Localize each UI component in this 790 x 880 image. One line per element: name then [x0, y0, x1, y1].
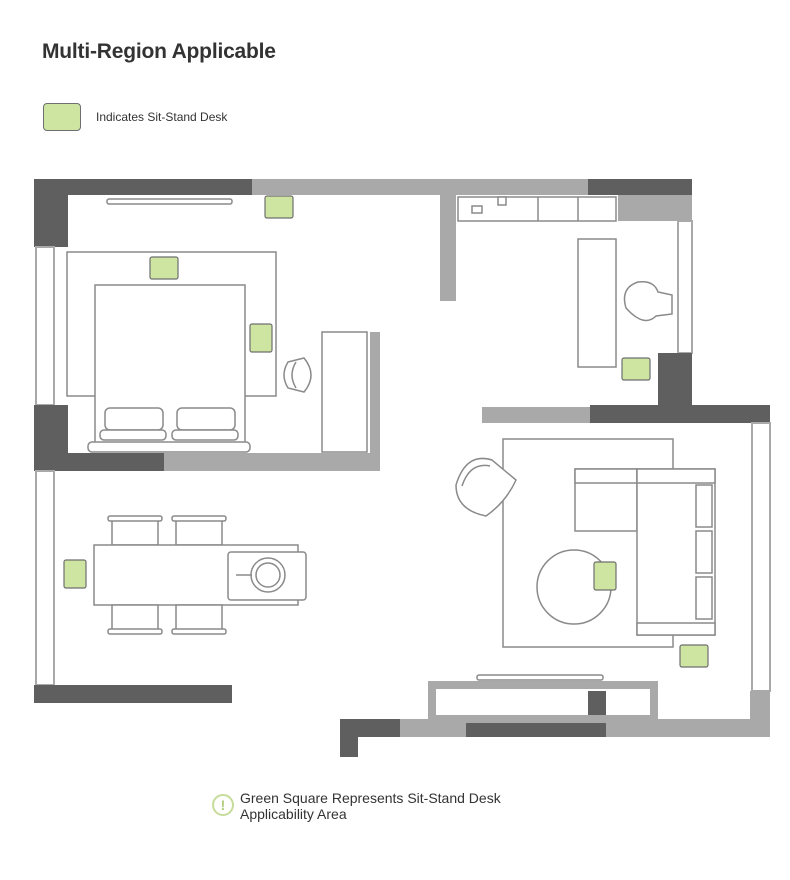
footer-note: ! Green Square Represents Sit-Stand Desk…: [212, 790, 501, 822]
footer-note-line1: Green Square Represents Sit-Stand Desk: [240, 790, 501, 806]
legend: Indicates Sit-Stand Desk: [43, 102, 227, 132]
outer-walls: [34, 179, 771, 757]
footer-note-text: Green Square Represents Sit-Stand Desk A…: [240, 790, 501, 822]
legend-swatch: [43, 103, 81, 131]
legend-label: Indicates Sit-Stand Desk: [96, 110, 228, 124]
page-title: Multi-Region Applicable: [42, 40, 276, 63]
office: [457, 196, 673, 368]
floor-plan: [34, 179, 771, 757]
footer-note-line2: Applicability Area: [240, 806, 347, 822]
sit-stand-desk-markers: [63, 195, 709, 668]
bedroom: [66, 198, 368, 453]
dining-area: [93, 515, 307, 635]
exclamation-circle-icon: !: [212, 794, 234, 816]
living-room: [455, 438, 716, 681]
